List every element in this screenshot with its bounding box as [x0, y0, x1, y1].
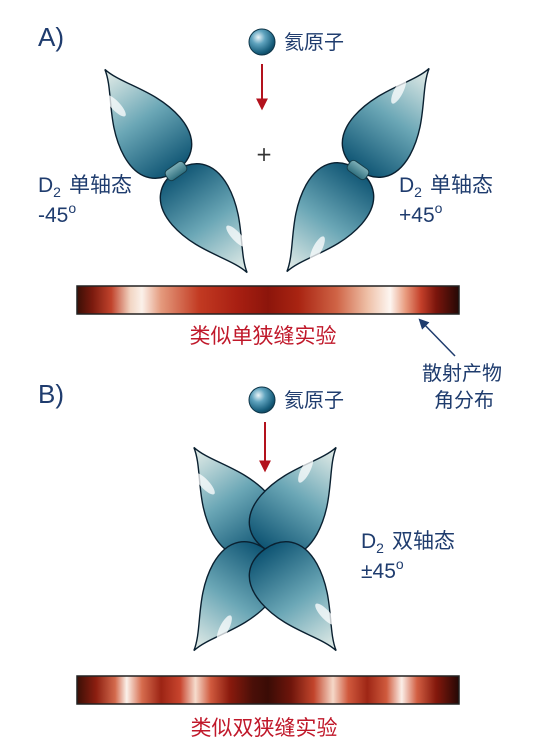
- svg-text:-45o: -45o: [38, 200, 76, 227]
- scattering-pattern-double: [76, 675, 460, 705]
- molecule-ring-left: [164, 160, 188, 182]
- strip-caption-double: 类似双狭缝实验: [191, 716, 338, 740]
- annotation-line1: 散射产物: [422, 361, 502, 385]
- panel-b-label: B): [38, 379, 64, 409]
- atom-label-b: 氦原子: [284, 388, 344, 412]
- svg-text:±45o: ±45o: [361, 556, 404, 583]
- atom-label: 氦原子: [284, 30, 344, 54]
- strip-caption-single: 类似单狭缝实验: [190, 324, 337, 348]
- annotation-arrow: [418, 318, 456, 357]
- helium-atom-icon: [248, 28, 276, 56]
- svg-text:+45o: +45o: [399, 200, 443, 227]
- scattering-pattern-single: [76, 285, 460, 315]
- molecule-ring-right: [346, 159, 370, 181]
- molecule-left: [76, 49, 276, 293]
- plus-sign: +: [256, 142, 273, 166]
- annotation-line2: 角分布: [434, 388, 494, 412]
- helium-atom-icon-b: [248, 386, 276, 414]
- panel-a-label: A): [38, 22, 64, 52]
- molecule-right: [258, 48, 458, 292]
